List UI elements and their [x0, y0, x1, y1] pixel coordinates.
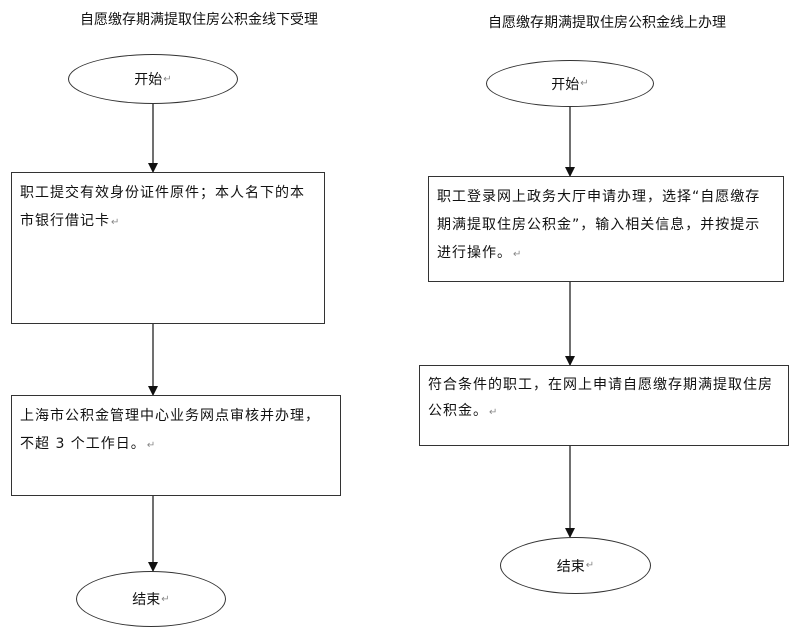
paragraph-mark: ↵ — [585, 560, 595, 571]
left-start-node: 开始↵ — [68, 54, 238, 104]
right-step2-box: 符合条件的职工，在网上申请自愿缴存期满提取住房公积金。↵ — [419, 365, 789, 446]
paragraph-mark: ↵ — [146, 440, 157, 451]
left-step2-box: 上海市公积金管理中心业务网点审核并办理，不超 3 个工作日。↵ — [11, 395, 341, 496]
paragraph-mark: ↵ — [489, 407, 499, 418]
left-flow-title: 自愿缴存期满提取住房公积金线下受理 — [80, 12, 318, 28]
right-end-node: 结束↵ — [500, 537, 651, 594]
paragraph-mark: ↵ — [513, 249, 523, 260]
paragraph-mark: ↵ — [161, 593, 170, 605]
right-step2-text: 符合条件的职工，在网上申请自愿缴存期满提取住房公积金。 — [428, 377, 773, 419]
left-end-label: 结束 — [132, 592, 161, 608]
left-end-node: 结束↵ — [76, 571, 226, 627]
left-start-label: 开始 — [134, 72, 163, 88]
right-end-label: 结束 — [556, 558, 585, 575]
left-step2-text: 上海市公积金管理中心业务网点审核并办理，不超 3 个工作日。 — [20, 408, 320, 452]
right-step1-box: 职工登录网上政务大厅申请办理，选择“自愿缴存期满提取住房公积金”，输入相关信息，… — [428, 176, 784, 282]
paragraph-mark: ↵ — [163, 73, 172, 85]
paragraph-mark: ↵ — [111, 217, 121, 228]
left-step1-text: 职工提交有效身份证件原件；本人名下的本市银行借记卡 — [20, 185, 305, 229]
right-flow-title: 自愿缴存期满提取住房公积金线上办理 — [488, 15, 726, 31]
right-step1-text: 职工登录网上政务大厅申请办理，选择“自愿缴存期满提取住房公积金”，输入相关信息，… — [437, 189, 761, 261]
left-step1-box: 职工提交有效身份证件原件；本人名下的本市银行借记卡↵ — [11, 172, 325, 324]
right-start-label: 开始 — [551, 76, 580, 93]
paragraph-mark: ↵ — [580, 78, 589, 89]
right-start-node: 开始↵ — [486, 60, 654, 107]
